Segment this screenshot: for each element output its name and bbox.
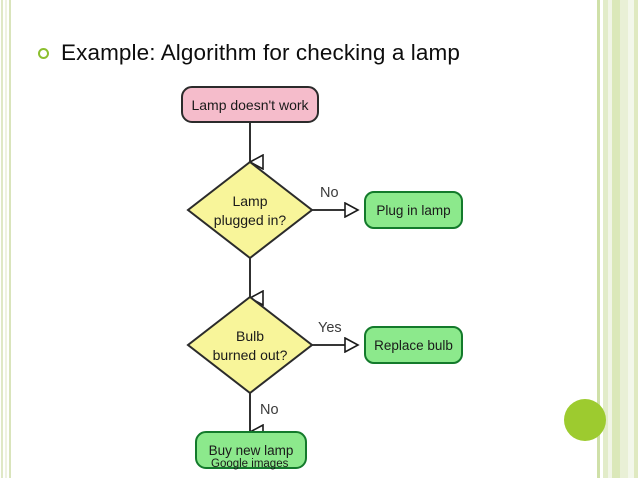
image-caption: Google images — [211, 458, 289, 470]
decorative-left-border — [0, 0, 14, 478]
flow-node-lamp-doesnt-work: Lamp doesn't work — [181, 86, 319, 123]
flow-node-label: Lamp doesn't work — [191, 97, 309, 113]
decorative-right-border — [594, 0, 638, 478]
flow-node-label: Replace bulb — [374, 338, 453, 353]
decorative-green-circle — [564, 399, 606, 441]
flow-node-label-line2: burned out? — [213, 347, 288, 363]
flow-node-replace-bulb: Replace bulb — [364, 326, 463, 364]
flow-node-lamp-plugged-in: Lamp plugged in? — [186, 160, 314, 260]
edge-label-yes-burned: Yes — [318, 320, 342, 336]
flow-node-plug-in-lamp: Plug in lamp — [364, 191, 463, 229]
flow-node-buy-new-lamp: Buy new lamp — [195, 431, 307, 469]
slide-title-row: Example: Algorithm for checking a lamp — [38, 40, 460, 66]
page-title: Example: Algorithm for checking a lamp — [61, 40, 460, 65]
edge-label-no-plugged: No — [320, 185, 339, 201]
flow-node-label: Buy new lamp — [209, 443, 294, 458]
flow-node-label-line2: plugged in? — [214, 212, 287, 228]
flow-node-label-line1: Bulb — [236, 328, 264, 344]
flow-node-bulb-burned-out: Bulb burned out? — [186, 295, 314, 395]
flow-node-label: Plug in lamp — [376, 203, 450, 218]
flowchart-image: Lamp doesn't work Lamp plugged in? Plug … — [160, 80, 480, 478]
circle-outline-bullet-icon — [38, 47, 49, 59]
edge-label-no-burned: No — [260, 402, 279, 418]
flow-node-label-line1: Lamp — [232, 193, 267, 209]
